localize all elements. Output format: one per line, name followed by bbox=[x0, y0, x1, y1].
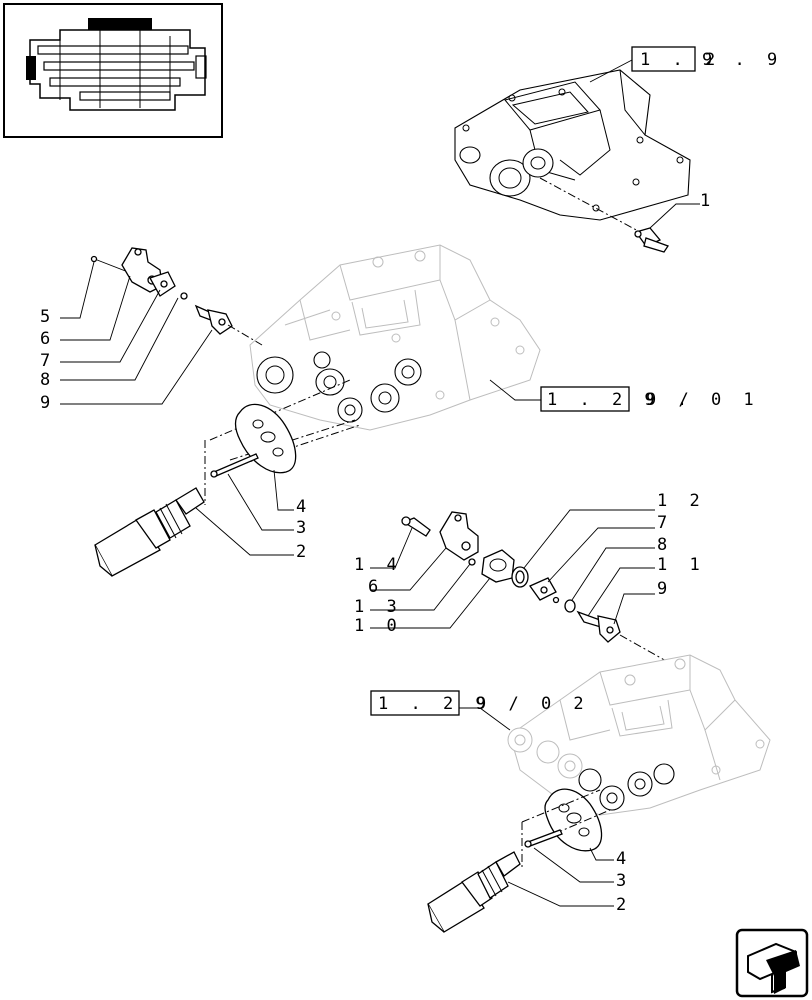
callout-7: 7 bbox=[40, 351, 56, 371]
solenoid-valve-a bbox=[94, 487, 205, 577]
callout-10: 1 0 bbox=[354, 616, 403, 636]
callout-2c: 2 bbox=[616, 895, 632, 915]
svg-text:9 . 9: 9 . 9 bbox=[702, 50, 783, 70]
reference-top: 1 . 2 9 . 9 bbox=[589, 46, 783, 83]
transmission-overview-icon bbox=[26, 18, 207, 111]
callout-11: 1 1 bbox=[657, 555, 706, 575]
top-housing bbox=[454, 69, 691, 221]
callout-4a: 4 bbox=[296, 497, 312, 517]
middle-housing bbox=[249, 244, 541, 431]
callout-14: 1 4 bbox=[354, 555, 403, 575]
svg-text:9 / 0 1: 9 / 0 1 bbox=[646, 390, 760, 410]
callout-3a: 3 bbox=[296, 518, 312, 538]
callout-4c: 4 bbox=[616, 849, 632, 869]
svg-text:1 . 2 9 .: 1 . 2 9 . bbox=[547, 390, 693, 410]
bolt-c bbox=[524, 829, 563, 848]
callout-3c: 3 bbox=[616, 871, 632, 891]
group-a-parts bbox=[90, 247, 233, 335]
bolt-a bbox=[210, 453, 259, 478]
svg-text:1 . 2: 1 . 2 bbox=[640, 50, 721, 70]
callout-8: 8 bbox=[40, 370, 56, 390]
callout-1: 1 bbox=[700, 191, 716, 211]
callout-6b: 6 bbox=[368, 577, 384, 597]
svg-text:9 / 0 2: 9 / 0 2 bbox=[476, 694, 590, 714]
reference-bottom: 1 . 2 9 9 / 0 2 bbox=[370, 690, 590, 731]
reference-middle: 1 . 2 9 . 9 / 0 1 bbox=[489, 379, 760, 412]
callout-5: 5 bbox=[40, 307, 56, 327]
gasket-a bbox=[234, 403, 297, 474]
thumbnail-frame bbox=[3, 3, 223, 138]
bottom-housing bbox=[507, 654, 771, 816]
part-1-sensor bbox=[634, 227, 669, 253]
callout-13: 1 3 bbox=[354, 597, 403, 617]
group-b-parts bbox=[401, 511, 621, 643]
callout-6: 6 bbox=[40, 329, 56, 349]
callout-8b: 8 bbox=[657, 535, 673, 555]
callout-9: 9 bbox=[40, 393, 56, 413]
callout-7b: 7 bbox=[657, 513, 673, 533]
callout-2a: 2 bbox=[296, 542, 312, 562]
next-page-arrow-icon[interactable] bbox=[735, 928, 809, 998]
svg-text:1 . 2 9: 1 . 2 9 bbox=[378, 694, 492, 714]
callout-12: 1 2 bbox=[657, 491, 706, 511]
solenoid-valve-c bbox=[427, 851, 521, 933]
callout-9b: 9 bbox=[657, 579, 673, 599]
